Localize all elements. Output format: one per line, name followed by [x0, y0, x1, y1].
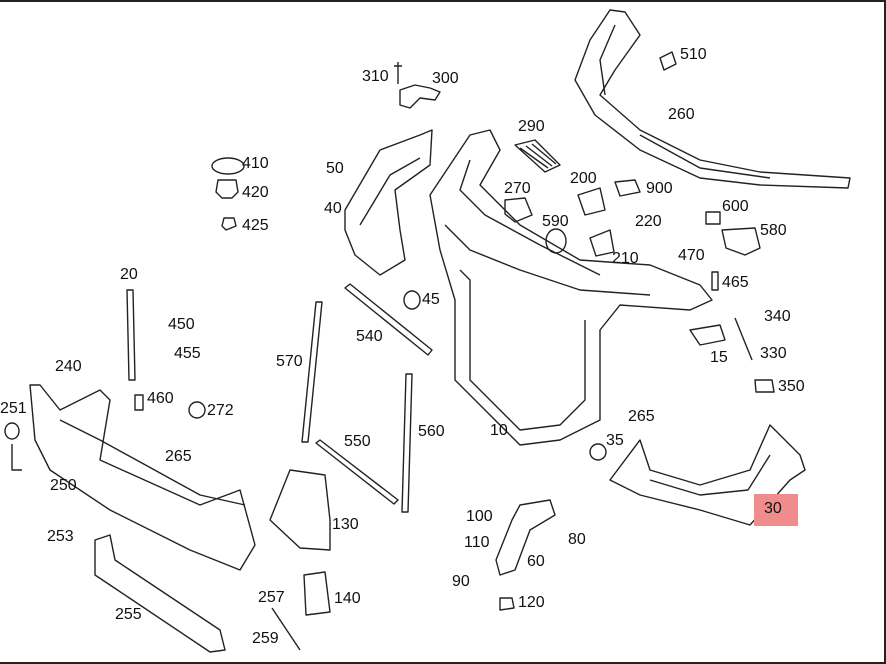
label-465[interactable]: 465 — [722, 274, 749, 291]
label-330[interactable]: 330 — [760, 345, 787, 362]
part-425-nut — [221, 217, 237, 231]
part-35-grommet — [589, 443, 607, 461]
label-265[interactable]: 265 — [628, 408, 655, 425]
highlighted-part-30[interactable]: 30 — [754, 494, 798, 526]
label-580[interactable]: 580 — [760, 222, 787, 239]
part-460-sleeve — [134, 394, 144, 411]
label-20[interactable]: 20 — [120, 266, 138, 283]
label-240[interactable]: 240 — [55, 358, 82, 375]
label-540[interactable]: 540 — [356, 328, 383, 345]
label-80[interactable]: 80 — [568, 531, 586, 548]
part-550-seal — [315, 439, 399, 505]
label-45[interactable]: 45 — [422, 291, 440, 308]
label-550[interactable]: 550 — [344, 433, 371, 450]
part-260-crossmember — [574, 9, 851, 189]
label-900[interactable]: 900 — [646, 180, 673, 197]
part-330-rod — [734, 317, 753, 361]
label-50[interactable]: 50 — [326, 160, 344, 177]
part-40-bracket — [344, 129, 433, 276]
part-465-bolt — [711, 271, 719, 291]
label-340[interactable]: 340 — [764, 308, 791, 325]
part-140-bracket — [303, 571, 331, 616]
label-590[interactable]: 590 — [542, 213, 569, 230]
label-450[interactable]: 450 — [168, 316, 195, 333]
part-210-bracket — [589, 229, 615, 257]
part-10-front-carrier — [429, 129, 713, 446]
part-580-bracket — [721, 227, 761, 256]
label-250[interactable]: 250 — [50, 477, 77, 494]
part-900-pad — [614, 179, 641, 197]
label-220[interactable]: 220 — [635, 213, 662, 230]
part-255-bar — [94, 534, 226, 653]
part-560-seal — [401, 373, 413, 513]
label-251[interactable]: 251 — [0, 400, 27, 417]
label-460[interactable]: 460 — [147, 390, 174, 407]
part-540-seal — [344, 283, 433, 356]
label-510[interactable]: 510 — [680, 46, 707, 63]
part-410-cap — [211, 157, 245, 175]
part-251-clip — [11, 444, 22, 471]
label-210[interactable]: 210 — [612, 250, 639, 267]
part-600-nut — [705, 211, 721, 225]
part-350-nut — [754, 379, 775, 393]
label-570[interactable]: 570 — [276, 353, 303, 370]
label-140[interactable]: 140 — [334, 590, 361, 607]
label-260[interactable]: 260 — [668, 106, 695, 123]
label-253[interactable]: 253 — [47, 528, 74, 545]
label-257[interactable]: 257 — [258, 589, 285, 606]
label-35[interactable]: 35 — [606, 432, 624, 449]
label-455[interactable]: 455 — [174, 345, 201, 362]
label-259[interactable]: 259 — [252, 630, 279, 647]
label-200[interactable]: 200 — [570, 170, 597, 187]
label-100[interactable]: 100 — [466, 508, 493, 525]
label-30: 30 — [764, 500, 782, 517]
part-250-crossmember — [29, 384, 256, 571]
label-410[interactable]: 410 — [242, 155, 269, 172]
label-272[interactable]: 272 — [207, 402, 234, 419]
label-470[interactable]: 470 — [678, 247, 705, 264]
label-270[interactable]: 270 — [504, 180, 531, 197]
label-265-lower[interactable]: 265 — [165, 448, 192, 465]
part-570-seal — [301, 301, 323, 443]
label-40[interactable]: 40 — [324, 200, 342, 217]
label-425[interactable]: 425 — [242, 217, 269, 234]
part-15-bracket — [689, 324, 726, 346]
label-120[interactable]: 120 — [518, 594, 545, 611]
label-420[interactable]: 420 — [242, 184, 269, 201]
part-20-rod — [126, 289, 136, 381]
label-10[interactable]: 10 — [490, 422, 508, 439]
label-310[interactable]: 310 — [362, 68, 389, 85]
part-290-grille — [514, 139, 561, 173]
label-90[interactable]: 90 — [452, 573, 470, 590]
label-110[interactable]: 110 — [464, 534, 490, 551]
part-30-side-bracket — [609, 424, 806, 526]
part-120-nut — [499, 597, 515, 611]
label-300[interactable]: 300 — [432, 70, 459, 87]
part-420-bumper — [215, 179, 239, 199]
label-560[interactable]: 560 — [418, 423, 445, 440]
part-251-cap — [4, 422, 20, 440]
part-300-bracket — [394, 62, 441, 109]
label-15[interactable]: 15 — [710, 349, 728, 366]
part-60-bracket — [495, 499, 556, 576]
part-257-rod — [271, 607, 301, 651]
part-272-grommet — [188, 401, 206, 419]
label-290[interactable]: 290 — [518, 118, 545, 135]
label-255[interactable]: 255 — [115, 606, 142, 623]
label-350[interactable]: 350 — [778, 378, 805, 395]
label-600[interactable]: 600 — [722, 198, 749, 215]
part-130-duct — [269, 469, 331, 551]
part-45-grommet — [403, 290, 421, 310]
label-130[interactable]: 130 — [332, 516, 359, 533]
part-510-clip — [659, 51, 677, 71]
label-60[interactable]: 60 — [527, 553, 545, 570]
part-270-bracket — [504, 197, 533, 223]
part-200-bracket — [577, 187, 606, 216]
